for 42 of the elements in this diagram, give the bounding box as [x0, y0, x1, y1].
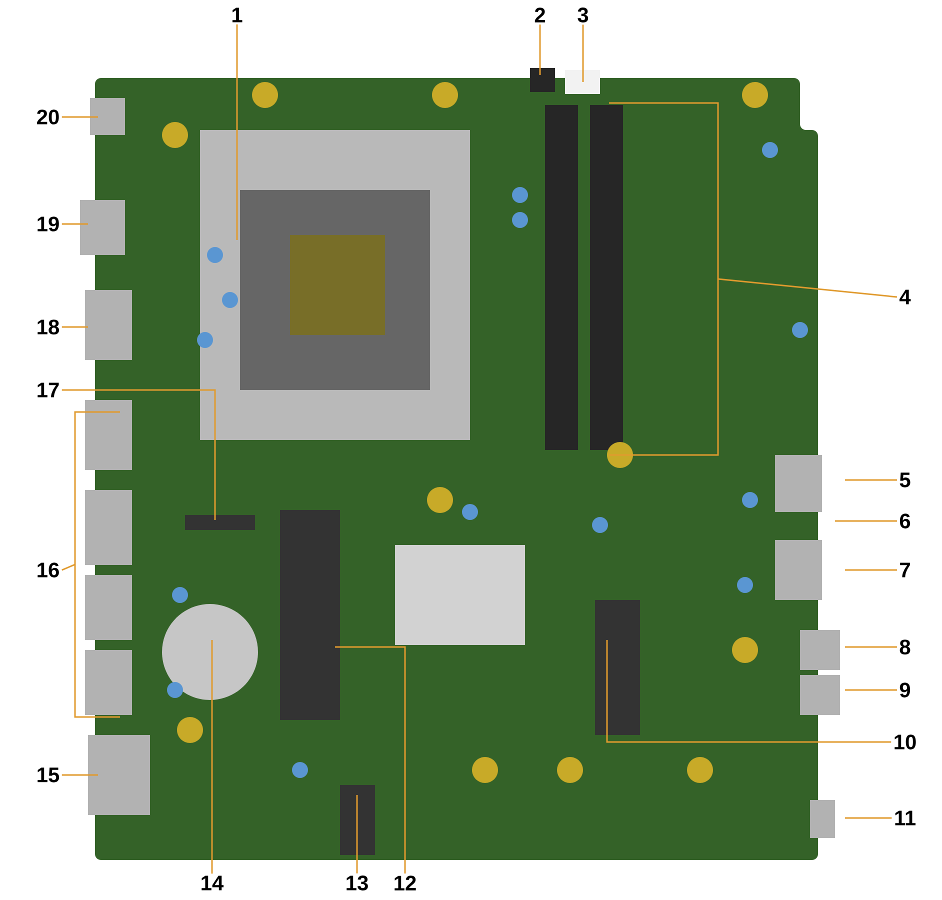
callout-number: 13 [346, 876, 368, 890]
leader-line [606, 640, 892, 743]
leader-line [582, 24, 584, 82]
leader-line [335, 646, 406, 874]
leader-line [62, 326, 88, 328]
leader-line [845, 479, 897, 481]
callout-number: 18 [38, 320, 60, 334]
callout-number: 1 [232, 8, 242, 22]
leader-line [845, 689, 897, 691]
leader-line [236, 24, 238, 240]
bracket [609, 102, 719, 456]
callout-number: 5 [900, 472, 910, 488]
callout-number: 3 [578, 8, 588, 22]
bracket [74, 411, 120, 718]
callout-number: 6 [900, 514, 910, 528]
callout-number: 8 [900, 640, 910, 654]
leader-line [62, 774, 98, 776]
callout-number: 7 [900, 562, 910, 578]
callout-number: 4 [899, 290, 911, 304]
callout-number: 2 [534, 8, 545, 22]
callout-number: 20 [37, 110, 59, 124]
leader-line [845, 569, 897, 571]
callout-number: 17 [38, 382, 59, 398]
leader-line [62, 564, 76, 571]
leader-line [539, 24, 541, 75]
leader-line [845, 646, 897, 648]
callout-number: 16 [38, 562, 59, 578]
leader-line [835, 520, 897, 522]
leader-line [62, 389, 216, 520]
callout-number: 15 [38, 768, 60, 782]
callout-number: 19 [38, 216, 59, 232]
leader-line [718, 278, 898, 298]
callout-number: 12 [394, 876, 416, 890]
callout-number: 11 [895, 810, 916, 826]
leader-line [62, 116, 98, 118]
leader-line [211, 640, 213, 874]
leader-line [845, 817, 892, 819]
callout-number: 10 [894, 734, 916, 750]
callout-number: 14 [202, 876, 224, 890]
leader-line [356, 795, 358, 874]
callout-number: 9 [900, 682, 910, 698]
leader-line [62, 223, 88, 225]
